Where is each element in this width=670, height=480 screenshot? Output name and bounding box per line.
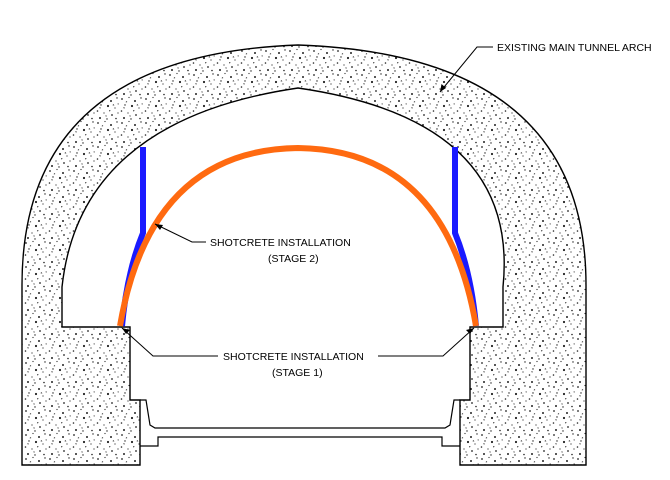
label-stage2-line1: SHOTCRETE INSTALLATION xyxy=(210,237,351,249)
tunnel-invert-slab xyxy=(140,436,460,447)
leader-stage1-right xyxy=(378,327,475,357)
arrow-stage2 xyxy=(155,224,163,230)
leader-stage1-left xyxy=(121,327,218,357)
arrow-stage1-right xyxy=(466,328,474,334)
label-stage1-line2: (STAGE 1) xyxy=(272,367,323,379)
leader-existing-arch xyxy=(439,46,493,93)
tunnel-invert xyxy=(140,399,460,429)
label-stage2-line2: (STAGE 2) xyxy=(268,253,319,265)
arrow-existing-arch xyxy=(440,84,446,92)
leader-stage2 xyxy=(154,223,206,243)
existing-arch-concrete xyxy=(21,44,587,466)
arrow-stage1-left xyxy=(122,328,130,334)
label-stage1-line1: SHOTCRETE INSTALLATION xyxy=(223,351,364,363)
shotcrete-stage2-arch xyxy=(117,144,479,327)
label-existing-arch: EXISTING MAIN TUNNEL ARCH xyxy=(497,42,652,54)
